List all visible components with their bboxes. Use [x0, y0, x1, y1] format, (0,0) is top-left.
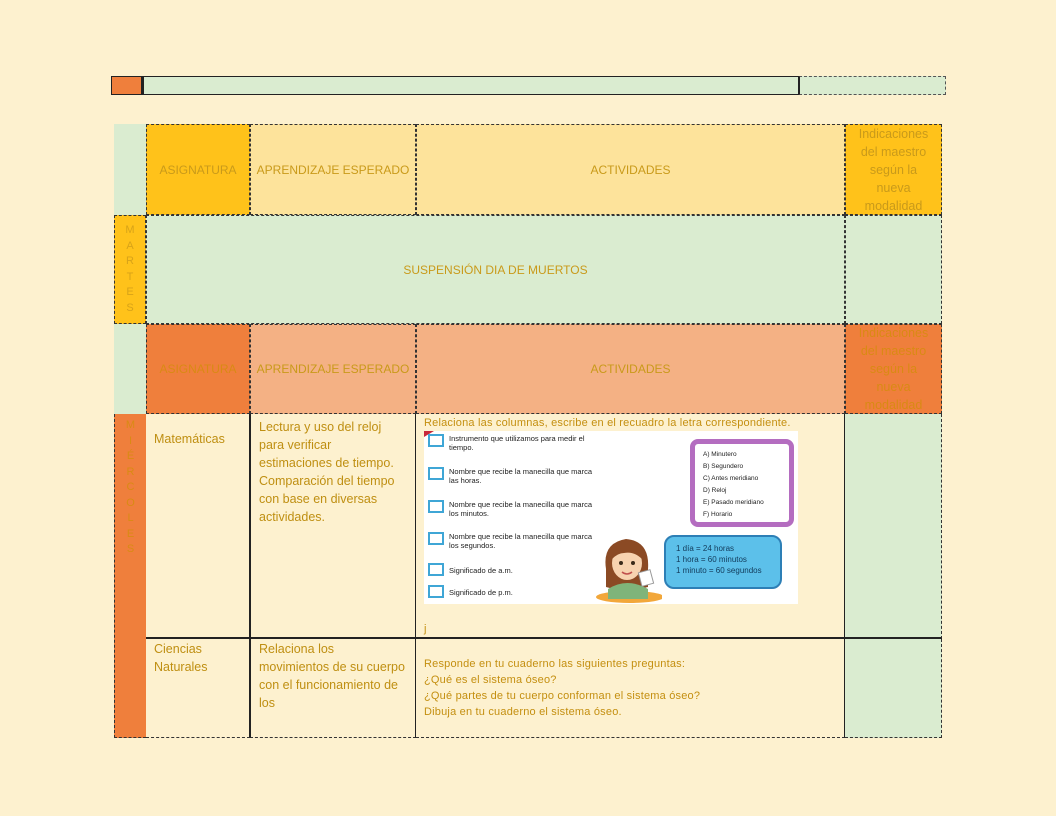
header-learning-label: APRENDIZAJE ESPERADO — [256, 162, 410, 177]
science-activity-line: Dibuja en tu cuaderno el sistema óseo. — [424, 706, 622, 718]
exercise-prompt-row: Instrumento que utilizamos para medir el… — [428, 434, 593, 452]
holiday-notice-cell: SUSPENSIÓN DIA DE MUERTOS — [146, 215, 845, 324]
header-learning-cell-2: APRENDIZAJE ESPERADO — [250, 324, 416, 414]
day-letter: M — [125, 419, 136, 431]
math-trailing-char: j — [424, 623, 427, 635]
science-subject-cell: Ciencias Naturales — [146, 639, 250, 738]
time-equivalence-bubble: 1 día = 24 horas 1 hora = 60 minutos 1 m… — [664, 535, 782, 589]
header-activities-cell-2: ACTIVIDADES — [416, 324, 845, 414]
exercise-prompt-row: Nombre que recibe la manecilla que marca… — [428, 467, 596, 485]
day-letter: A — [126, 239, 134, 252]
science-subject: Ciencias Naturales — [154, 642, 208, 674]
day-letter: L — [127, 512, 134, 524]
exercise-prompt-row: Significado de p.m. — [428, 585, 596, 598]
science-activity-line: ¿Qué partes de tu cuerpo conforman el si… — [424, 690, 701, 702]
header-subject-label-2: ASIGNATURA — [159, 362, 237, 376]
science-learning: Relaciona los movimientos de su cuerpo c… — [259, 642, 405, 710]
answer-box — [428, 500, 444, 513]
day-label-wednesday: M I É R C O L E S — [114, 414, 146, 738]
header-subject-cell: ASIGNATURA — [146, 124, 250, 215]
exercise-prompt: Nombre que recibe la manecilla que marca… — [449, 500, 592, 518]
answer-box — [428, 585, 444, 598]
science-activity-line: ¿Qué es el sistema óseo? — [424, 674, 557, 686]
option-item: D) Reloj — [703, 487, 727, 494]
science-activities-cell: Responde en tu cuaderno las siguientes p… — [416, 639, 845, 738]
header-teacher-label-2: Indicaciones del maestro según la nueva … — [858, 326, 929, 412]
exercise-prompt-row: Nombre que recibe la manecilla que marca… — [428, 532, 596, 550]
header-teacher-label: Indicaciones del maestro según la nueva … — [858, 126, 929, 213]
header-activities-cell: ACTIVIDADES — [416, 124, 845, 215]
header-learning-cell: APRENDIZAJE ESPERADO — [250, 124, 416, 215]
option-item: E) Pasado meridiano — [703, 499, 764, 506]
header-teacher-cell-2: Indicaciones del maestro según la nueva … — [845, 324, 942, 414]
bubble-line: 1 día = 24 horas — [676, 544, 735, 553]
option-item: C) Antes meridiano — [703, 475, 759, 482]
science-activity-line: Responde en tu cuaderno las siguientes p… — [424, 658, 686, 670]
options-card: A) Minutero B) Segundero C) Antes meridi… — [690, 439, 794, 527]
exercise-prompt: Significado de a.m. — [449, 566, 513, 575]
answer-box — [428, 563, 444, 576]
science-learning-cell: Relaciona los movimientos de su cuerpo c… — [250, 639, 416, 738]
exercise-prompt-row: Nombre que recibe la manecilla que marca… — [428, 500, 596, 518]
day-letter: S — [126, 301, 134, 314]
header-subject-cell-2: ASIGNATURA — [146, 324, 250, 414]
tuesday-teacher-cell — [845, 215, 942, 324]
exercise-prompt-row: Significado de a.m. — [428, 563, 596, 576]
day-letter: M — [125, 224, 135, 236]
top-strip-middle — [142, 76, 799, 95]
bubble-line: 1 hora = 60 minutos — [676, 555, 747, 564]
day-letter: I — [128, 434, 133, 447]
holiday-message: SUSPENSIÓN DIA DE MUERTOS — [403, 262, 588, 277]
math-subject-cell: Matemáticas — [146, 414, 250, 639]
math-instruction: Relaciona las columnas, escribe en el re… — [424, 417, 791, 429]
day-label-tuesday: M A R T E S — [114, 215, 146, 324]
math-learning: Lectura y uso del reloj para verificar e… — [259, 420, 395, 524]
header-subject-label: ASIGNATURA — [159, 162, 237, 177]
girl-illustration — [596, 539, 662, 603]
exercise-prompt: Significado de p.m. — [449, 588, 513, 597]
day-letter: O — [126, 496, 135, 509]
option-item: A) Minutero — [703, 451, 737, 458]
day-letter: C — [126, 481, 135, 493]
header-activities-label-2: ACTIVIDADES — [590, 362, 671, 376]
science-teacher-cell — [845, 639, 942, 738]
header-activities-label: ACTIVIDADES — [590, 162, 671, 177]
top-strip-right — [799, 76, 946, 95]
bubble-line: 1 minuto = 60 segundos — [676, 566, 762, 575]
exercise-prompt: Nombre que recibe la manecilla que marca… — [449, 467, 592, 485]
day-letter: É — [126, 450, 135, 462]
option-item: F) Horario — [703, 511, 733, 518]
day-letter: T — [126, 270, 134, 283]
option-item: B) Segundero — [703, 463, 744, 470]
answer-box — [428, 532, 444, 545]
exercise-prompt: Nombre que recibe la manecilla que marca… — [449, 532, 592, 550]
header-learning-label-2: APRENDIZAJE ESPERADO — [256, 362, 410, 376]
top-strip-orange-block — [111, 76, 142, 95]
math-subject: Matemáticas — [154, 432, 225, 446]
day-letter: R — [126, 255, 134, 267]
answer-box — [428, 434, 444, 447]
day-letter: E — [126, 286, 134, 298]
day-letter: R — [126, 465, 135, 478]
header-day-spacer-2 — [114, 324, 146, 414]
answer-box — [428, 467, 444, 480]
clock-exercise-image: Instrumento que utilizamos para medir el… — [424, 431, 798, 604]
day-letter: E — [126, 527, 135, 540]
math-learning-cell: Lectura y uso del reloj para verificar e… — [250, 414, 416, 639]
exercise-prompt: Instrumento que utilizamos para medir el… — [449, 434, 585, 452]
header-day-spacer — [114, 124, 146, 215]
math-teacher-cell — [845, 414, 942, 639]
day-letter: S — [126, 543, 135, 555]
header-teacher-cell: Indicaciones del maestro según la nueva … — [845, 124, 942, 215]
